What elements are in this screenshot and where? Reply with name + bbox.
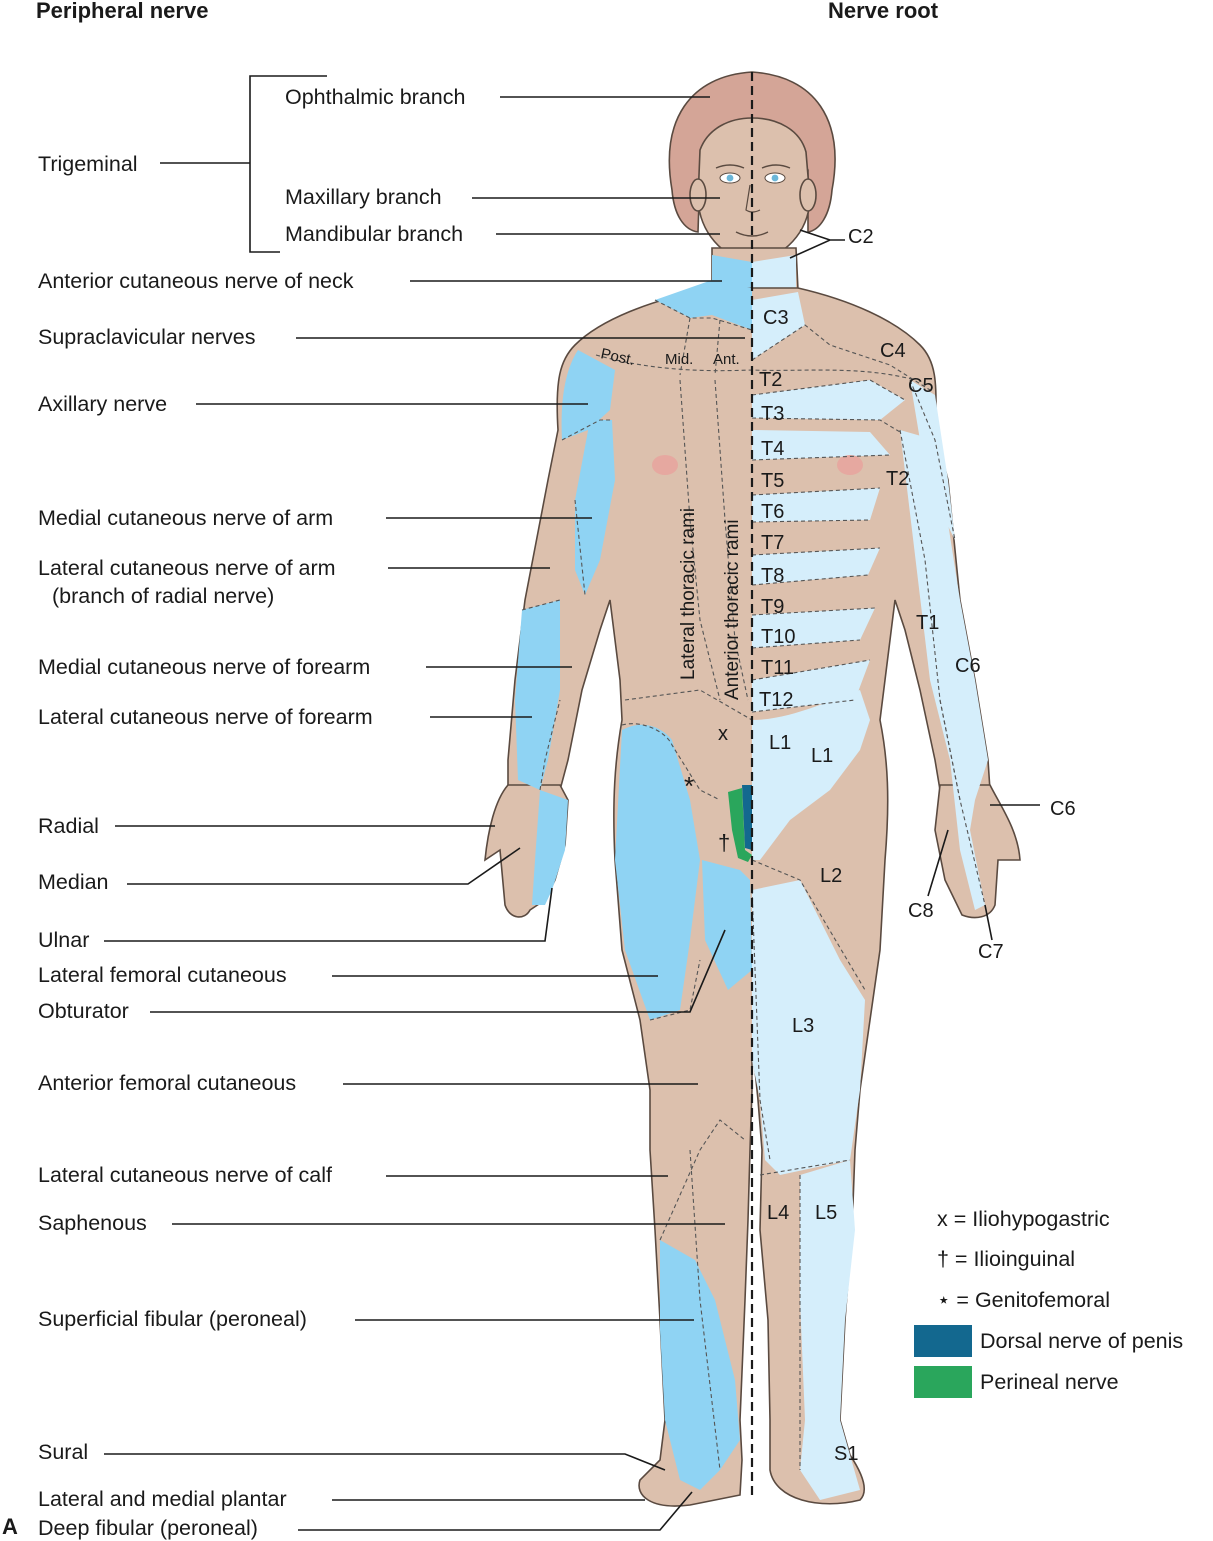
- dermatome-boundaries: [521, 299, 986, 1471]
- label-mid: Mid.: [665, 351, 693, 368]
- zone-perineal: [728, 788, 752, 862]
- right-nipple: [652, 455, 678, 475]
- label-deep-fibular: Deep fibular (peroneal): [38, 1516, 258, 1540]
- root-bands: [752, 292, 988, 1500]
- label-maxillary-branch: Maxillary branch: [285, 185, 442, 209]
- legend-genitofemoral: ⋆ = Genitofemoral: [937, 1288, 1110, 1312]
- body-figure: [484, 71, 1021, 1507]
- label-superficial-fibular: Superficial fibular (peroneal): [38, 1307, 307, 1331]
- root-C2: C2: [848, 226, 874, 248]
- label-lateral-medial-plantar: Lateral and medial plantar: [38, 1487, 287, 1511]
- zone-hand-median: [532, 790, 568, 905]
- root-T9: T9: [761, 596, 784, 618]
- root-S1: S1: [834, 1443, 858, 1465]
- zone-dorsal-penis: [742, 785, 752, 850]
- label-anterior-cutaneous-neck: Anterior cutaneous nerve of neck: [38, 269, 354, 293]
- root-T1: T1: [916, 612, 939, 634]
- face: [697, 117, 811, 263]
- root-T11: T11: [761, 657, 794, 679]
- header-peripheral-nerve: Peripheral nerve: [36, 0, 208, 23]
- body-annotations: Post. Mid. Ant. Lateral thoracic rami An…: [599, 345, 743, 855]
- label-ant: Ant.: [713, 351, 740, 368]
- mark-genitofemoral: *: [684, 771, 694, 801]
- label-lateral-cutaneous-calf: Lateral cutaneous nerve of calf: [38, 1163, 332, 1187]
- header-nerve-root: Nerve root: [828, 0, 939, 23]
- mark-iliohypogastric: x: [718, 723, 728, 745]
- root-L2: L2: [820, 865, 842, 887]
- root-T2b: T2: [886, 468, 909, 490]
- legend: x = Iliohypogastric † = Ilioinguinal ⋆ =…: [914, 1207, 1183, 1398]
- label-median: Median: [38, 870, 109, 894]
- mark-ilioinguinal: †: [718, 830, 730, 855]
- zone-supraclavicular-ant: [655, 280, 752, 330]
- label-mandibular-branch: Mandibular branch: [285, 222, 463, 246]
- zone-medial-arm: [575, 420, 615, 595]
- root-T8: T8: [761, 565, 784, 587]
- legend-ilioinguinal: † = Ilioinguinal: [937, 1247, 1075, 1271]
- right-ear: [799, 178, 817, 212]
- root-T7: T7: [761, 532, 784, 554]
- root-labels: C2 C3 C4 C5 T2 T3 T4 T5 T2 T6 T7 T8 T9 T…: [759, 226, 1076, 1465]
- label-lateral-cutaneous-forearm: Lateral cutaneous nerve of forearm: [38, 705, 373, 729]
- root-T10: T10: [761, 626, 795, 648]
- label-lateral-cutaneous-arm-sub: (branch of radial nerve): [52, 584, 274, 608]
- root-L1b: L1: [811, 745, 833, 767]
- root-T2a: T2: [759, 369, 782, 391]
- label-axillary-nerve: Axillary nerve: [38, 392, 167, 416]
- root-C4: C4: [880, 340, 906, 362]
- legend-dorsal-swatch: [914, 1325, 972, 1357]
- legend-perineal-swatch: [914, 1366, 972, 1398]
- zone-lateral-forearm: [515, 600, 560, 790]
- legend-dorsal-nerve: Dorsal nerve of penis: [980, 1329, 1183, 1353]
- label-supraclavicular-nerves: Supraclavicular nerves: [38, 325, 256, 349]
- root-L5: L5: [815, 1202, 837, 1224]
- root-C3: C3: [763, 307, 789, 329]
- left-ear: [689, 178, 707, 212]
- root-C5: C5: [908, 375, 934, 397]
- peripheral-labels: Ophthalmic branch Trigeminal Maxillary b…: [38, 75, 745, 1540]
- root-T6: T6: [761, 501, 784, 523]
- label-anterior-femoral-cutaneous: Anterior femoral cutaneous: [38, 1071, 296, 1095]
- root-T3: T3: [761, 403, 784, 425]
- label-obturator: Obturator: [38, 999, 129, 1023]
- root-T12: T12: [759, 689, 793, 711]
- zone-axillary: [561, 350, 615, 440]
- left-nipple: [837, 455, 863, 475]
- root-C6b: C6: [1050, 798, 1076, 820]
- root-L1a: L1: [769, 732, 791, 754]
- label-medial-cutaneous-forearm: Medial cutaneous nerve of forearm: [38, 655, 370, 679]
- label-lateral-femoral-cutaneous: Lateral femoral cutaneous: [38, 963, 287, 987]
- left-hand-figure: [934, 784, 1021, 919]
- label-lateral-thoracic-rami: Lateral thoracic rami: [678, 508, 699, 680]
- panel-letter: A: [2, 1514, 18, 1539]
- label-radial: Radial: [38, 814, 99, 838]
- root-T4: T4: [761, 438, 784, 460]
- label-post: Post.: [599, 345, 636, 369]
- label-sural: Sural: [38, 1440, 88, 1464]
- legend-perineal-nerve: Perineal nerve: [980, 1370, 1119, 1394]
- label-anterior-thoracic-rami: Anterior thoracic rami: [722, 519, 743, 700]
- zone-superficial-fibular: [660, 1240, 740, 1490]
- root-C6a: C6: [955, 655, 981, 677]
- label-lateral-cutaneous-arm: Lateral cutaneous nerve of arm: [38, 556, 336, 580]
- legend-iliohypogastric: x = Iliohypogastric: [937, 1207, 1110, 1231]
- root-T5: T5: [761, 470, 784, 492]
- zone-obturator: [702, 860, 752, 990]
- label-ophthalmic-branch: Ophthalmic branch: [285, 85, 465, 109]
- root-C8: C8: [908, 900, 934, 922]
- zone-lateral-femoral: [615, 724, 700, 1020]
- label-medial-cutaneous-arm: Medial cutaneous nerve of arm: [38, 506, 333, 530]
- label-trigeminal: Trigeminal: [38, 152, 138, 176]
- root-L4: L4: [767, 1202, 789, 1224]
- label-ulnar: Ulnar: [38, 928, 89, 952]
- root-L3: L3: [792, 1015, 814, 1037]
- label-saphenous: Saphenous: [38, 1211, 147, 1235]
- root-C7: C7: [978, 941, 1004, 963]
